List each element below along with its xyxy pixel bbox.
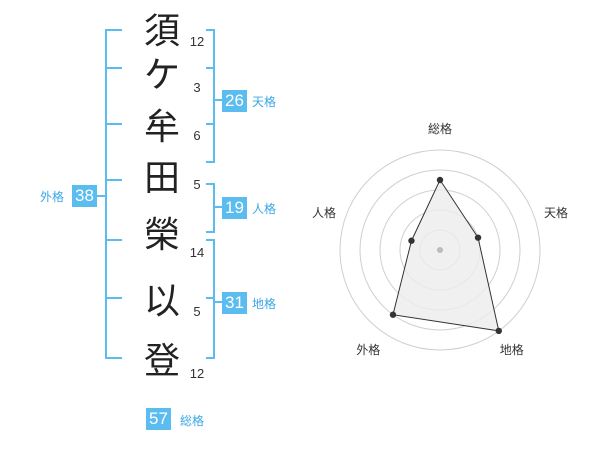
name-char: 須 xyxy=(143,11,180,52)
radar-axis-label-chikaku: 地格 xyxy=(499,342,524,357)
radar-center-point xyxy=(437,247,443,253)
stroke-count: 3 xyxy=(193,80,201,95)
stroke-count: 14 xyxy=(189,245,205,260)
name-column: 須 12 ケ 3 牟 6 田 5 榮 14 以 5 登 12 xyxy=(143,11,205,382)
name-char: 榮 xyxy=(143,215,180,256)
gaikaku-label: 外格 xyxy=(40,190,65,204)
stroke-count: 12 xyxy=(189,366,205,381)
radar-chart xyxy=(339,149,541,351)
tenkaku-badge: 26 xyxy=(222,90,247,112)
radar-axis-label-gaikaku: 外格 xyxy=(356,342,381,357)
name-char: ケ xyxy=(143,55,180,96)
stroke-count: 12 xyxy=(189,34,205,49)
soukaku-badge: 57 xyxy=(146,408,171,430)
stroke-count: 6 xyxy=(193,128,201,143)
radar-point-3 xyxy=(389,311,397,318)
fortune-brackets xyxy=(96,29,222,359)
radar-point-1 xyxy=(474,234,482,241)
radar-series-polygon xyxy=(392,178,500,332)
radar-point-4 xyxy=(408,237,415,244)
radar-point-0 xyxy=(436,176,444,184)
jinkaku-badge: 19 xyxy=(222,197,247,219)
tenkaku-label: 天格 xyxy=(252,95,277,109)
name-char: 以 xyxy=(143,281,180,322)
radar-point-2 xyxy=(495,327,502,335)
name-char: 田 xyxy=(143,158,180,199)
gaikaku-badge: 38 xyxy=(72,185,97,207)
name-char: 牟 xyxy=(143,107,180,148)
chikaku-badge: 31 xyxy=(222,292,247,314)
radar-axis-label-soukaku: 総格 xyxy=(428,122,453,136)
radar-ring xyxy=(359,169,521,331)
radar-axis-label-jinkaku: 人格 xyxy=(311,206,336,221)
name-char: 登 xyxy=(143,341,180,382)
radar-ring xyxy=(339,149,541,351)
jinkaku-label: 人格 xyxy=(252,202,277,216)
stroke-count: 5 xyxy=(193,304,201,319)
radar-axis-label-tenkaku: 天格 xyxy=(544,206,569,221)
chikaku-label: 地格 xyxy=(252,297,277,311)
stroke-count: 5 xyxy=(193,177,201,192)
soukaku-label: 総格 xyxy=(180,414,205,428)
